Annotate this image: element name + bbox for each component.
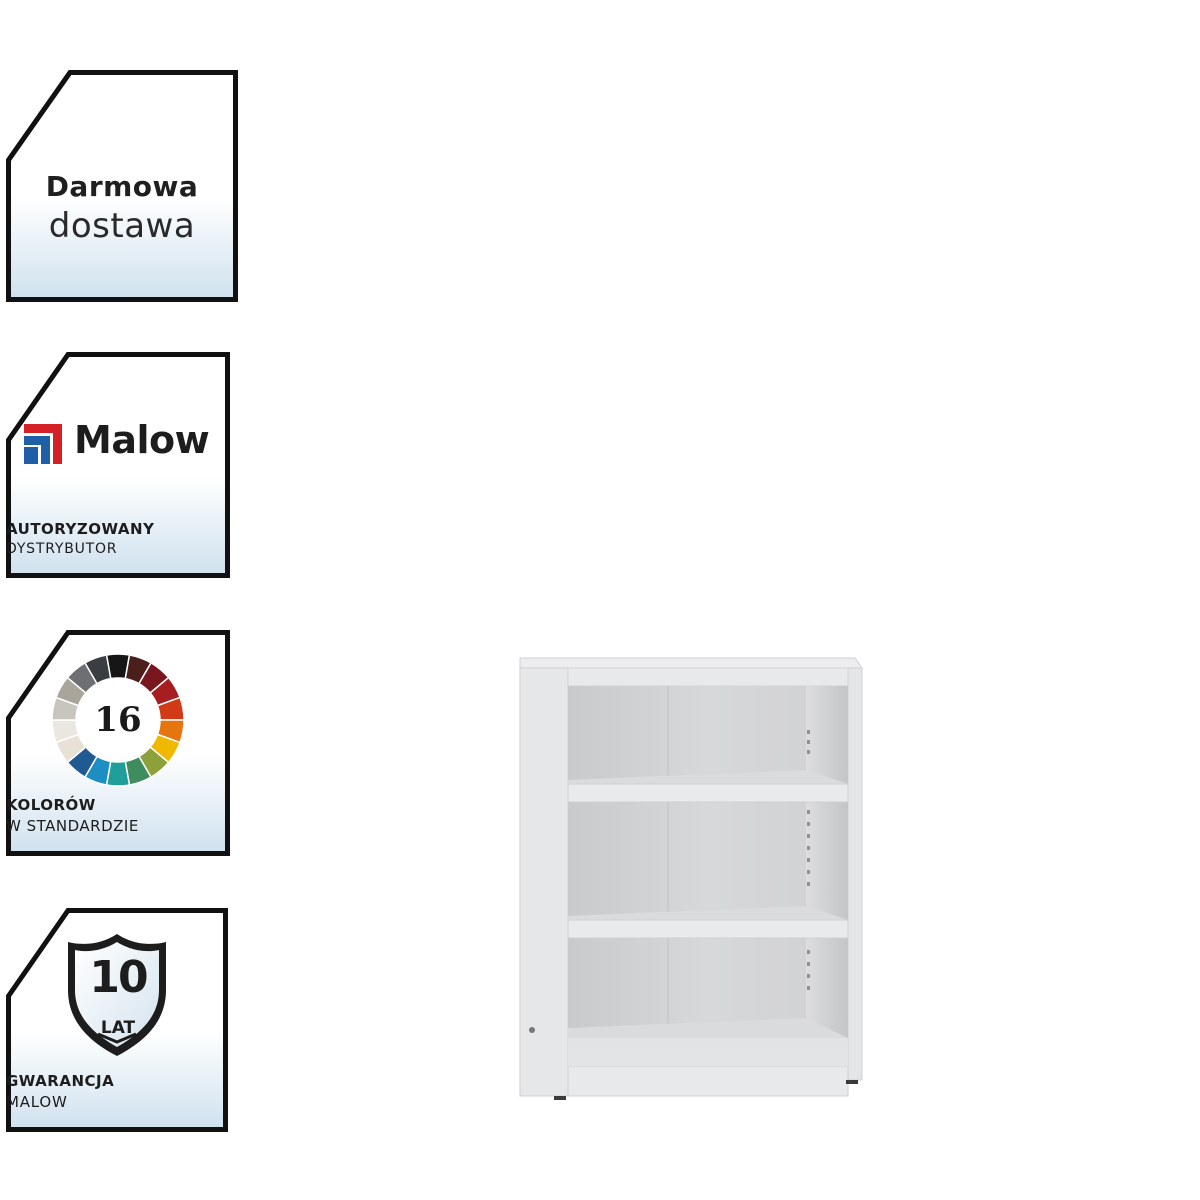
color-count: 16 bbox=[94, 700, 142, 740]
brand-name: Malow bbox=[74, 418, 210, 462]
badge-title: AUTORYZOWANY bbox=[6, 520, 155, 538]
malow-logo-icon bbox=[24, 424, 62, 464]
badge-subtitle: W STANDARDZIE bbox=[6, 817, 139, 835]
bookcase-back-panel bbox=[568, 686, 848, 1066]
color-wheel-icon bbox=[51, 653, 185, 787]
badge-subtitle: DYSTRYBUTOR bbox=[6, 541, 118, 557]
free-delivery-badge: Darmowa dostawa bbox=[6, 70, 238, 302]
warranty-badge: 10 LAT GWARANCJA MALOW bbox=[6, 908, 228, 1132]
badge-frame bbox=[6, 70, 238, 302]
warranty-years: 10 bbox=[89, 952, 148, 1003]
color-options-badge: 16 KOLORÓW W STANDARDZIE bbox=[6, 630, 230, 856]
bookcase-left-side bbox=[519, 667, 569, 1097]
badge-frame bbox=[6, 352, 230, 578]
badge-content: Darmowa dostawa bbox=[6, 70, 238, 302]
warranty-unit: LAT bbox=[100, 1018, 136, 1038]
badge-subtitle: dostawa bbox=[48, 206, 196, 246]
authorized-distributor-badge: Malow AUTORYZOWANY DYSTRYBUTOR bbox=[6, 352, 230, 578]
bookcase-shelf bbox=[567, 783, 849, 803]
bookcase-right-side bbox=[847, 667, 863, 1081]
badge-title: Darmowa bbox=[45, 170, 199, 203]
shield-icon bbox=[68, 934, 166, 1056]
color-swatch bbox=[83, 654, 112, 685]
badge-title: GWARANCJA bbox=[6, 1072, 115, 1090]
bookcase-base bbox=[567, 1065, 849, 1097]
bookcase-product-image bbox=[519, 657, 863, 1100]
bookcase-top bbox=[519, 657, 863, 669]
shelf-holes bbox=[807, 730, 810, 990]
bookcase-shelf bbox=[567, 919, 849, 939]
badge-title: KOLORÓW bbox=[6, 796, 96, 814]
badge-subtitle: MALOW bbox=[6, 1093, 68, 1111]
